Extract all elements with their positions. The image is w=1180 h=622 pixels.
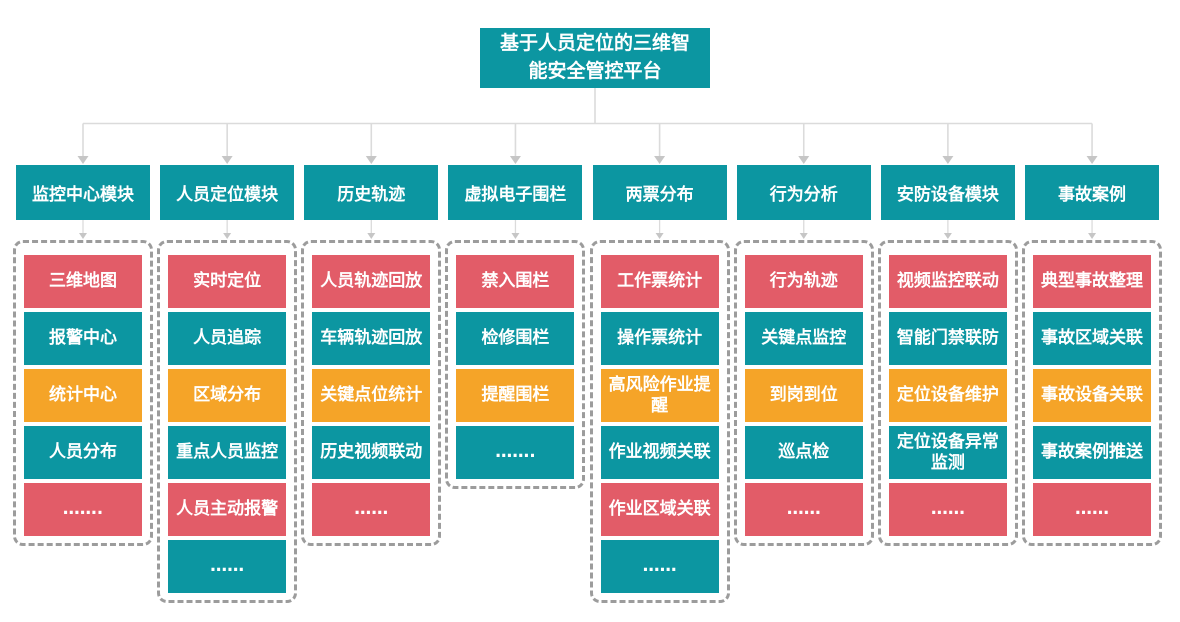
feature-node: 行为轨迹 xyxy=(744,255,863,308)
feature-node: 禁入围栏 xyxy=(456,255,575,308)
root-node: 基于人员定位的三维智能安全管控平台 xyxy=(480,28,710,88)
feature-node: 视频监控联动 xyxy=(888,255,1007,308)
module-header: 人员定位模块 xyxy=(160,165,295,220)
feature-node: 历史视频联动 xyxy=(312,426,431,479)
module-header: 事故案例 xyxy=(1025,165,1160,220)
feature-node: 事故区域关联 xyxy=(1033,312,1152,365)
feature-node: 到岗到位 xyxy=(744,369,863,422)
feature-node: 关键点监控 xyxy=(744,312,863,365)
module-item-group: 视频监控联动智能门禁联防定位设备维护定位设备异常监测…… xyxy=(877,240,1018,546)
feature-node: 区域分布 xyxy=(168,369,287,422)
feature-node: …… xyxy=(744,483,863,536)
feature-node: 定位设备异常监测 xyxy=(888,426,1007,479)
feature-node: 定位设备维护 xyxy=(888,369,1007,422)
module-item-group: 实时定位人员追踪区域分布重点人员监控人员主动报警…… xyxy=(157,240,298,603)
module-item-group: 行为轨迹关键点监控到岗到位巡点检…… xyxy=(733,240,874,546)
feature-node: …… xyxy=(1033,483,1152,536)
feature-node: 提醒围栏 xyxy=(456,369,575,422)
module-header: 行为分析 xyxy=(736,165,871,220)
feature-node: 工作票统计 xyxy=(600,255,719,308)
module-item-group: 三维地图报警中心统计中心人员分布……. xyxy=(13,240,153,546)
module-header: 历史轨迹 xyxy=(304,165,439,220)
feature-node: 事故案例推送 xyxy=(1033,426,1152,479)
feature-node: 作业区域关联 xyxy=(600,483,719,536)
module-header: 虚拟电子围栏 xyxy=(448,165,583,220)
feature-node: …… xyxy=(888,483,1007,536)
module-item-group: 禁入围栏检修围栏提醒围栏……. xyxy=(445,240,586,489)
module-header: 监控中心模块 xyxy=(16,165,150,220)
module-header: 两票分布 xyxy=(592,165,727,220)
feature-node: ……. xyxy=(24,483,142,536)
feature-node: 智能门禁联防 xyxy=(888,312,1007,365)
feature-node: 人员分布 xyxy=(24,426,142,479)
feature-node: 三维地图 xyxy=(24,255,142,308)
feature-node: 人员轨迹回放 xyxy=(312,255,431,308)
feature-node: 重点人员监控 xyxy=(168,426,287,479)
feature-node: 报警中心 xyxy=(24,312,142,365)
feature-node: 巡点检 xyxy=(744,426,863,479)
feature-node: 实时定位 xyxy=(168,255,287,308)
module-item-group: 典型事故整理事故区域关联事故设备关联事故案例推送…… xyxy=(1022,240,1163,546)
feature-node: 检修围栏 xyxy=(456,312,575,365)
feature-node: 车辆轨迹回放 xyxy=(312,312,431,365)
feature-node: 操作票统计 xyxy=(600,312,719,365)
feature-node: ……. xyxy=(456,426,575,479)
feature-node: 作业视频关联 xyxy=(600,426,719,479)
feature-node: 关键点位统计 xyxy=(312,369,431,422)
module-item-group: 人员轨迹回放车辆轨迹回放关键点位统计历史视频联动…… xyxy=(301,240,442,546)
module-header: 安防设备模块 xyxy=(880,165,1015,220)
feature-node: …… xyxy=(600,540,719,593)
feature-node: 人员追踪 xyxy=(168,312,287,365)
feature-node: …… xyxy=(312,483,431,536)
feature-node: 典型事故整理 xyxy=(1033,255,1152,308)
feature-node: 统计中心 xyxy=(24,369,142,422)
feature-node: 高风险作业提醒 xyxy=(600,369,719,422)
feature-node: 人员主动报警 xyxy=(168,483,287,536)
feature-node: …… xyxy=(168,540,287,593)
module-item-group: 工作票统计操作票统计高风险作业提醒作业视频关联作业区域关联…… xyxy=(589,240,730,603)
feature-node: 事故设备关联 xyxy=(1033,369,1152,422)
